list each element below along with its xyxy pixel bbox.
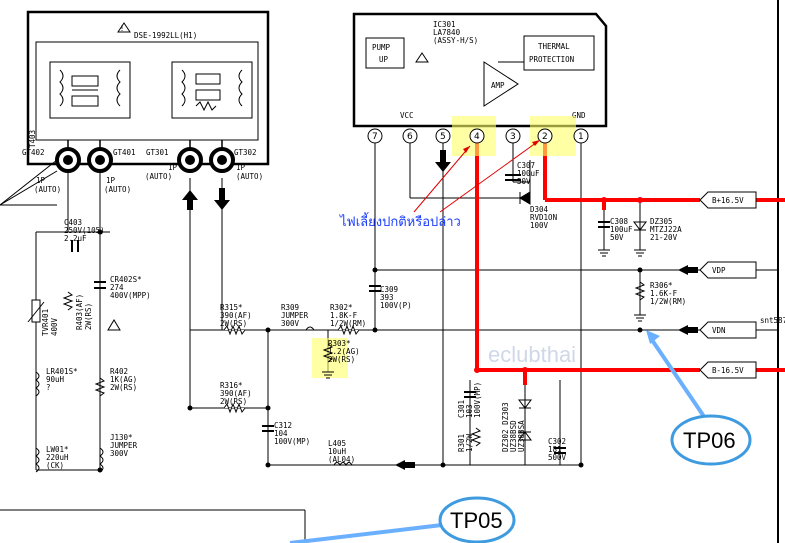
tp06-label: TP06 (683, 428, 736, 453)
red-arrowhead-1 (463, 146, 470, 153)
yoke-title: DSE-1992LL(H1) (134, 31, 197, 40)
ic-pins (367, 128, 589, 144)
ic-ref: IC301 (433, 20, 456, 29)
label-r316: R316*390(AF)2W(RS) (220, 381, 252, 406)
label-dz302: DZ302 DZ303UZ38BSDUZ38BSA (501, 402, 526, 452)
tp06-bubble (670, 414, 752, 466)
label-r303: R303*1.2(AG)2W(RS) (328, 339, 360, 364)
gnd-label: GND (572, 111, 586, 120)
pin-2: 2 (542, 132, 548, 142)
pin-1: 1 (578, 132, 584, 142)
black-junctions (97, 229, 643, 473)
rail-b-minus: B-16.5V (712, 366, 744, 375)
pin-7: 7 (372, 132, 378, 142)
rail-arrows (395, 265, 698, 470)
ic-part: LA7840 (433, 28, 461, 37)
yoke-box: ! DSE-1992LL(H1) (26, 10, 270, 166)
wiring (0, 142, 778, 543)
rail-boxes (699, 191, 757, 379)
ic301-block (352, 12, 608, 128)
pin-3: 3 (510, 132, 516, 142)
component-symbols (27, 174, 647, 473)
label-r403: R403(AF)2W(RS) (75, 294, 93, 330)
auto-label-right-a: 1P(AUTO) (145, 163, 178, 181)
label-c301: C301103100V(MP) (457, 382, 482, 418)
tp05-bubble (438, 496, 516, 543)
tp06-pointer (650, 338, 707, 420)
terminal-gt301: GT301 (146, 148, 169, 157)
terminal-gt302: GT302 (234, 148, 257, 157)
thermal-line2: PROTECTION (529, 55, 574, 64)
rail-b-plus: B+16.5V (712, 196, 744, 205)
t403-label: T403 (28, 130, 37, 148)
pin-6: 6 (407, 132, 413, 142)
thermal-line1: THERMAL (538, 42, 570, 51)
terminal-gt402: GT402 (22, 148, 45, 157)
auto-label-mid: 1P(AUTO) (104, 176, 131, 194)
auto-label-right-b: 1P(AUTO) (236, 163, 263, 181)
watermark-mid: eclubthai (488, 342, 576, 367)
label-lr401s: LR401S*90uH? (46, 367, 78, 392)
ic-assy: (ASSY-H/S) (433, 36, 478, 45)
signal-arrows (182, 150, 451, 210)
svg-text:!: ! (120, 24, 125, 33)
junction-dots (474, 197, 643, 373)
highlight-pin2 (530, 116, 576, 156)
pump-line1: PUMP (372, 43, 391, 52)
ground-symbols (322, 249, 646, 379)
label-r315: R315*390(AF)2W(RS) (220, 303, 252, 328)
label-tvr401: TVR401400V (41, 309, 59, 336)
pump-line2: UP (379, 55, 389, 64)
label-r301: R3011/2W (457, 433, 474, 452)
pin-5: 5 (440, 132, 446, 142)
terminal-gt401: GT401 (113, 148, 136, 157)
amp-label: AMP (491, 81, 505, 90)
thai-note: ไฟเลี้ยงปกติหรือปล่าว (339, 212, 461, 230)
label-lw01: LW01*220uH(CK) (46, 445, 69, 470)
thai-note-arrows (413, 139, 541, 213)
label-snt: snt587 (760, 316, 785, 325)
tp06-arrowhead (646, 330, 660, 344)
red-arrowhead-2 (532, 140, 540, 146)
rail-vdp: VDP (712, 266, 726, 275)
tp05-label: TP05 (450, 508, 503, 533)
tp05-pointer (289, 523, 443, 543)
connector-rings (55, 147, 235, 173)
auto-label-left: 1P(AUTO) (34, 176, 61, 194)
pin-4: 4 (474, 132, 480, 142)
rail-vdn: VDN (712, 326, 726, 335)
vcc-label: VCC (400, 111, 414, 120)
